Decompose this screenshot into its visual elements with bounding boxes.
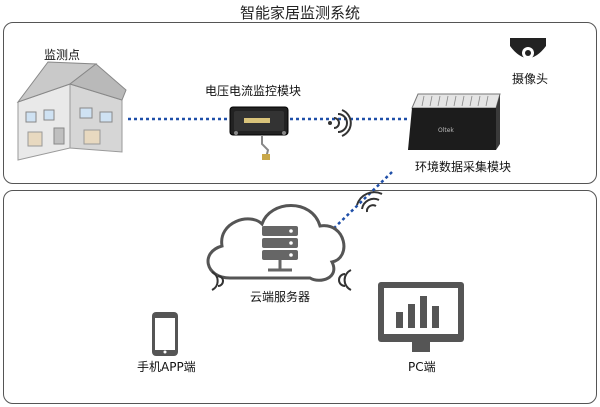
- wifi-icon: [356, 191, 383, 213]
- mobile-app-label: 手机APP端: [137, 360, 196, 374]
- camera-icon: [510, 38, 546, 59]
- wifi-icon: [328, 109, 352, 137]
- monitor-point-label: 监测点: [44, 48, 81, 62]
- camera-label: 摄像头: [512, 72, 549, 86]
- diagram-title: 智能家居监测系统: [239, 4, 360, 22]
- monitor-icon: [378, 282, 464, 352]
- device-to-cloud-link: [329, 171, 393, 233]
- device-icon: Oltek: [408, 93, 501, 150]
- env-module-label: 环境数据采集模块: [415, 160, 512, 174]
- module-icon: [229, 106, 289, 160]
- cloud-server-label: 云端服务器: [250, 290, 311, 304]
- svg-text:Oltek: Oltek: [438, 127, 454, 134]
- wifi-icon: [211, 271, 224, 291]
- cloud-server-icon: [206, 204, 346, 282]
- pc-label: PC端: [408, 360, 436, 374]
- wifi-icon: [338, 269, 352, 291]
- house-icon: [16, 61, 127, 161]
- phone-icon: [152, 312, 178, 356]
- voltage-module-label: 电压电流监控模块: [205, 84, 302, 98]
